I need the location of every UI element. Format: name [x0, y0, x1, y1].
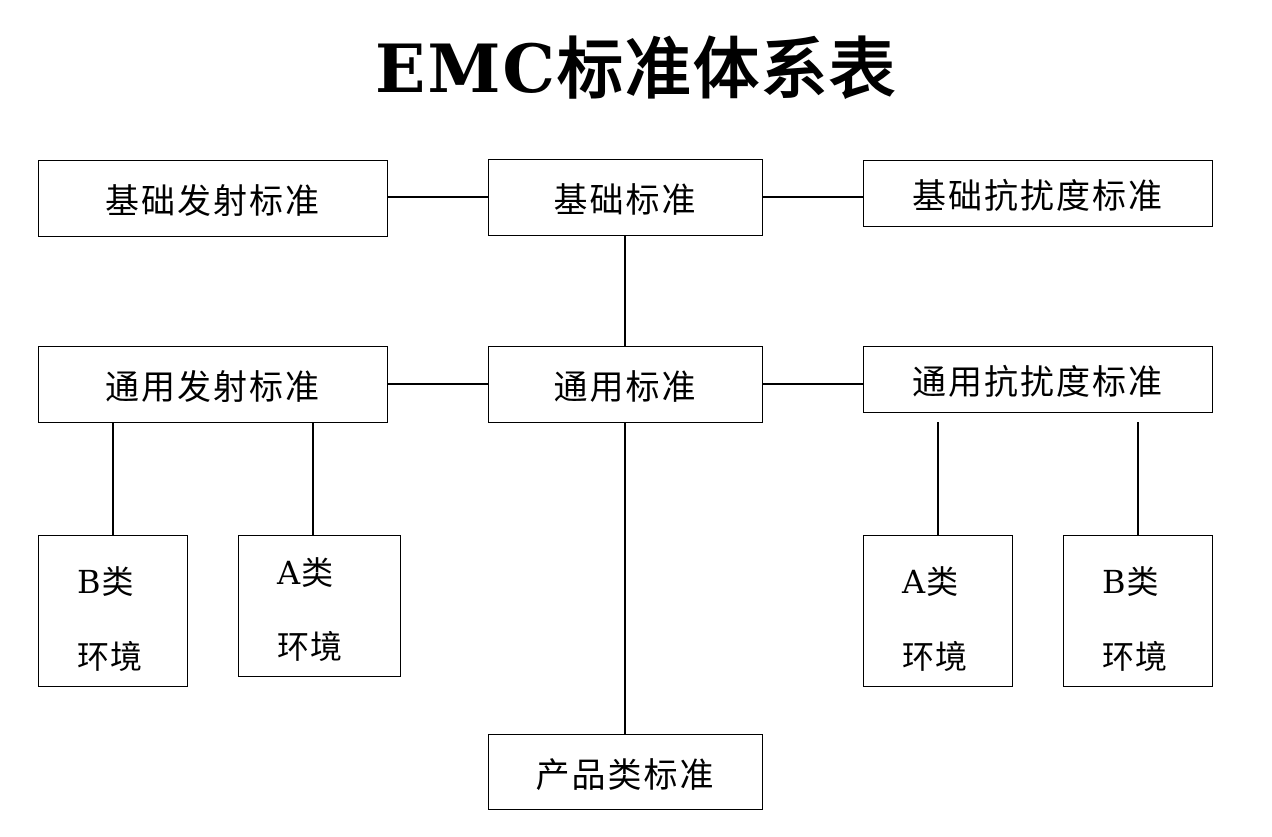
generic-immunity-standard-label: 通用抗扰度标准	[912, 363, 1164, 403]
basic-standard-label: 基础标准	[553, 181, 698, 221]
emission-class-b-environment-box: B类 环境	[38, 535, 188, 687]
connector-emission-class-b	[112, 422, 114, 535]
immunity-class-b-environment-label: 环境	[1102, 638, 1169, 676]
product-standard-box: 产品类标准	[488, 734, 763, 810]
immunity-class-b-environment-box: B类 环境	[1063, 535, 1213, 687]
connector-generic-emission	[388, 383, 488, 385]
connector-emission-class-a	[312, 422, 314, 535]
generic-immunity-standard-box: 通用抗扰度标准	[863, 346, 1213, 413]
immunity-class-b-label: B类	[1102, 563, 1160, 601]
basic-standard-box: 基础标准	[488, 159, 763, 236]
emission-class-a-environment-label: 环境	[277, 628, 344, 666]
emission-class-a-label: A类	[277, 554, 335, 592]
generic-standard-label: 通用标准	[553, 368, 698, 408]
connector-basic-immunity	[763, 196, 863, 198]
basic-immunity-standard-label: 基础抗扰度标准	[912, 177, 1164, 217]
connector-generic-product	[624, 422, 626, 734]
basic-emission-standard-box: 基础发射标准	[38, 160, 388, 237]
immunity-class-a-environment-box: A类 环境	[863, 535, 1013, 687]
emission-class-a-environment-box: A类 环境	[238, 535, 401, 677]
connector-immunity-class-b	[1137, 422, 1139, 535]
emission-class-b-environment-label: 环境	[77, 638, 144, 676]
product-standard-label: 产品类标准	[535, 755, 716, 796]
connector-generic-immunity	[763, 383, 863, 385]
emission-class-b-label: B类	[77, 563, 135, 601]
connector-immunity-class-a	[937, 422, 939, 535]
basic-emission-standard-label: 基础发射标准	[105, 182, 321, 222]
diagram-title: EMC标准体系表	[375, 30, 897, 108]
generic-emission-standard-box: 通用发射标准	[38, 346, 388, 423]
basic-immunity-standard-box: 基础抗扰度标准	[863, 160, 1213, 227]
generic-emission-standard-label: 通用发射标准	[105, 368, 321, 408]
immunity-class-a-environment-label: 环境	[902, 638, 969, 676]
connector-basic-generic	[624, 235, 626, 347]
connector-basic-emission	[388, 196, 488, 198]
generic-standard-box: 通用标准	[488, 346, 763, 423]
immunity-class-a-label: A类	[902, 563, 960, 601]
